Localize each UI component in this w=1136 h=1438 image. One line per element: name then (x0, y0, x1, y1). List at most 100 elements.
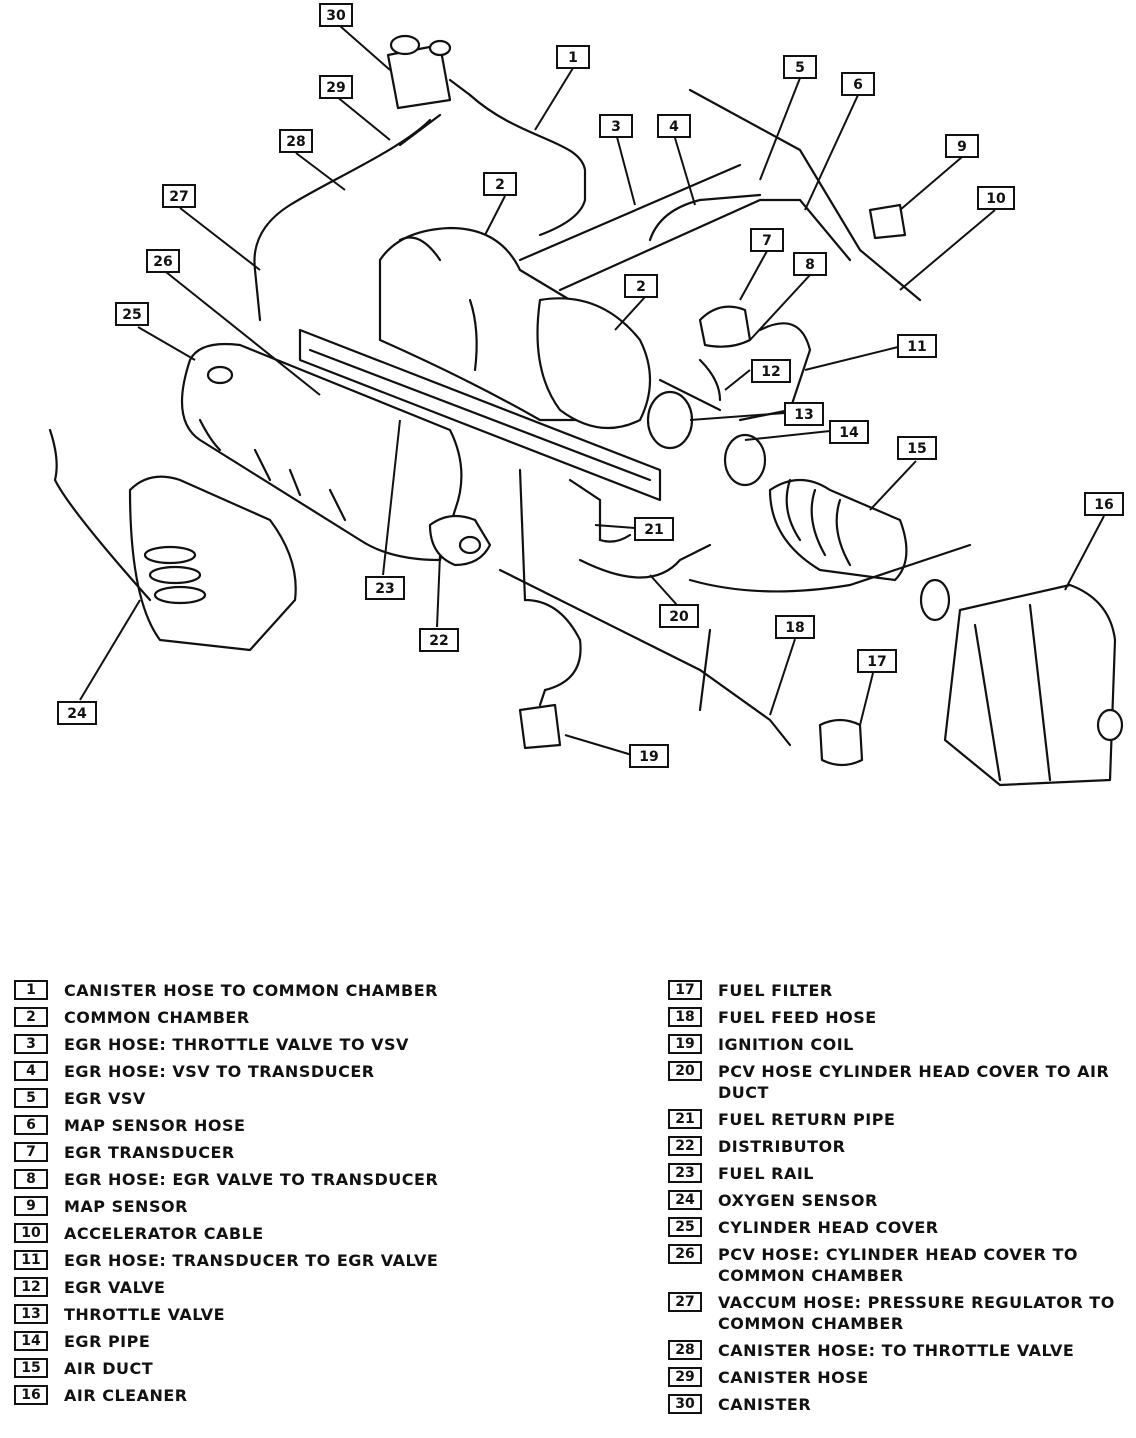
callout-6: 6 (841, 72, 875, 96)
svg-text:25: 25 (122, 307, 141, 323)
callout-27: 27 (162, 184, 196, 208)
svg-text:10: 10 (986, 191, 1006, 207)
fuel-rail-part (298, 328, 662, 502)
map-sensor-part (868, 203, 907, 240)
svg-text:21: 21 (644, 522, 663, 538)
callout-2-mid: 2 (624, 274, 658, 298)
callout-1: 1 (556, 45, 590, 69)
svg-text:17: 17 (867, 654, 886, 670)
fuel-feed-hose-part (498, 568, 792, 747)
svg-text:12: 12 (761, 364, 780, 380)
callout-2-top: 2 (483, 172, 517, 196)
callout-17: 17 (857, 649, 897, 673)
callout-7: 7 (750, 228, 784, 252)
svg-text:23: 23 (375, 581, 394, 597)
callout-16: 16 (1084, 492, 1124, 516)
callout-29: 29 (319, 75, 353, 99)
svg-text:19: 19 (639, 749, 658, 765)
svg-text:11: 11 (907, 339, 926, 355)
svg-text:13: 13 (794, 407, 813, 423)
callout-9: 9 (945, 134, 979, 158)
common-chamber-part (378, 226, 652, 430)
engine-component-diagram: 30 1 29 5 6 28 3 4 9 2 10 27 7 26 8 2 25… (48, 3, 1124, 787)
svg-text:4: 4 (669, 119, 679, 135)
svg-text:24: 24 (67, 706, 87, 722)
svg-text:15: 15 (907, 441, 926, 457)
svg-text:5: 5 (795, 60, 805, 76)
svg-text:22: 22 (429, 633, 448, 649)
callout-5: 5 (783, 55, 817, 79)
svg-text:2: 2 (636, 279, 646, 295)
air-duct-part (688, 478, 972, 593)
callout-25: 25 (115, 302, 149, 326)
callout-26: 26 (146, 249, 180, 273)
callout-13: 13 (784, 402, 824, 426)
callout-19: 19 (629, 744, 669, 768)
ignition-coil-part (518, 468, 582, 750)
canister-hose-28 (253, 118, 432, 322)
fuel-return-pipe (568, 478, 632, 543)
callout-14: 14 (829, 420, 869, 444)
callout-12: 12 (751, 359, 791, 383)
svg-text:26: 26 (153, 254, 172, 270)
svg-text:8: 8 (805, 257, 815, 273)
callout-4: 4 (657, 114, 691, 138)
callout-15: 15 (897, 436, 937, 460)
throttle-body-part (646, 378, 767, 487)
svg-text:29: 29 (326, 80, 345, 96)
svg-text:28: 28 (286, 134, 305, 150)
pcv-hose-20 (578, 543, 712, 579)
svg-text:18: 18 (785, 620, 804, 636)
egr-hoses (518, 163, 852, 422)
callout-21: 21 (634, 517, 674, 541)
callout-20: 20 (659, 604, 699, 628)
canister-hose-29 (398, 113, 442, 147)
fuel-filter-part (818, 718, 864, 767)
egr-transducer-part (698, 305, 752, 402)
svg-text:9: 9 (957, 139, 967, 155)
svg-text:1: 1 (568, 50, 578, 66)
callout-3: 3 (599, 114, 633, 138)
callout-22: 22 (419, 628, 459, 652)
svg-text:27: 27 (169, 189, 188, 205)
air-cleaner-part (919, 578, 1124, 787)
callout-8: 8 (793, 252, 827, 276)
svg-text:14: 14 (839, 425, 859, 441)
callout-30: 30 (319, 3, 353, 27)
svg-text:7: 7 (762, 233, 772, 249)
canister-part (386, 34, 472, 110)
svg-text:3: 3 (611, 119, 621, 135)
callout-11: 11 (897, 334, 937, 358)
callout-10: 10 (977, 186, 1015, 210)
callout-24: 24 (57, 701, 97, 725)
callout-23: 23 (365, 576, 405, 600)
exhaust-manifold-part (48, 428, 297, 652)
callout-28: 28 (279, 129, 313, 153)
svg-text:20: 20 (669, 609, 689, 625)
